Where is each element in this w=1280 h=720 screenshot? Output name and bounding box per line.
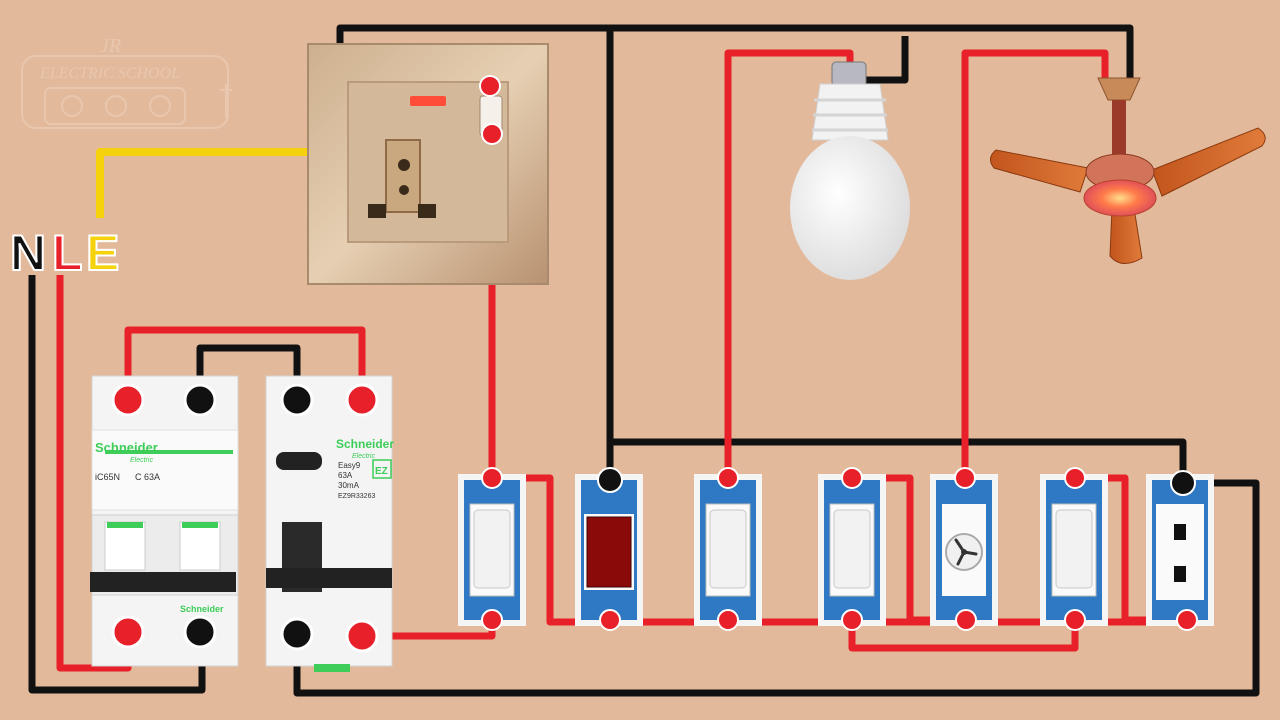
mcb-brand: Schneider [95, 440, 158, 455]
rccb-brand: Schneider [336, 437, 394, 451]
switch-board [458, 474, 1214, 626]
indicator-lamp-icon [575, 474, 643, 626]
mcb-toggle-left[interactable] [104, 521, 146, 571]
label-earth: E [86, 225, 119, 281]
supply-labels: N L E [9, 224, 120, 282]
switch-3[interactable] [818, 474, 886, 626]
mcb-toggle-right[interactable] [179, 521, 221, 571]
mcb-breaker: Schneider Electric iC65N C 63A Schneider [90, 375, 239, 667]
rccb-logo: EZ [375, 466, 388, 477]
watermark-text: ELECTRIC SCHOOL [39, 65, 180, 82]
universal-socket [307, 43, 549, 285]
rccb-model: Easy9 [338, 461, 361, 470]
rccb-sensitivity: 30mA [338, 481, 360, 490]
rccb-test-button[interactable] [276, 452, 322, 470]
watermark-letters: JR [100, 35, 121, 57]
universal-socket-icon [385, 139, 421, 213]
ceiling-fan-icon [990, 77, 1266, 264]
two-pin-socket-icon [1146, 474, 1214, 626]
led-bulb-icon [790, 61, 910, 280]
socket-indicator-icon [410, 96, 446, 106]
mcb-brand-sub: Electric [130, 457, 153, 464]
switch-1[interactable] [458, 474, 526, 626]
mcb-model: iC65N [95, 472, 120, 482]
label-neutral: N [10, 225, 46, 281]
watermark-logo: JR ELECTRIC SCHOOL [21, 35, 232, 129]
mcb-brand-lower: Schneider [180, 604, 224, 614]
terminals [111, 75, 1198, 653]
switch-2[interactable] [694, 474, 762, 626]
switch-4[interactable] [1040, 474, 1108, 626]
mcb-rating: C 63A [135, 472, 160, 482]
fan-regulator-icon[interactable] [930, 474, 998, 626]
rccb-part-number: EZ9R33263 [338, 493, 375, 500]
rccb-brand-sub: Electric [352, 453, 375, 460]
rccb-breaker: Schneider Electric Easy9 63A 30mA EZ9R33… [265, 375, 394, 672]
rccb-rating: 63A [338, 471, 353, 480]
earth-wire [96, 148, 402, 218]
label-live: L [52, 225, 83, 281]
